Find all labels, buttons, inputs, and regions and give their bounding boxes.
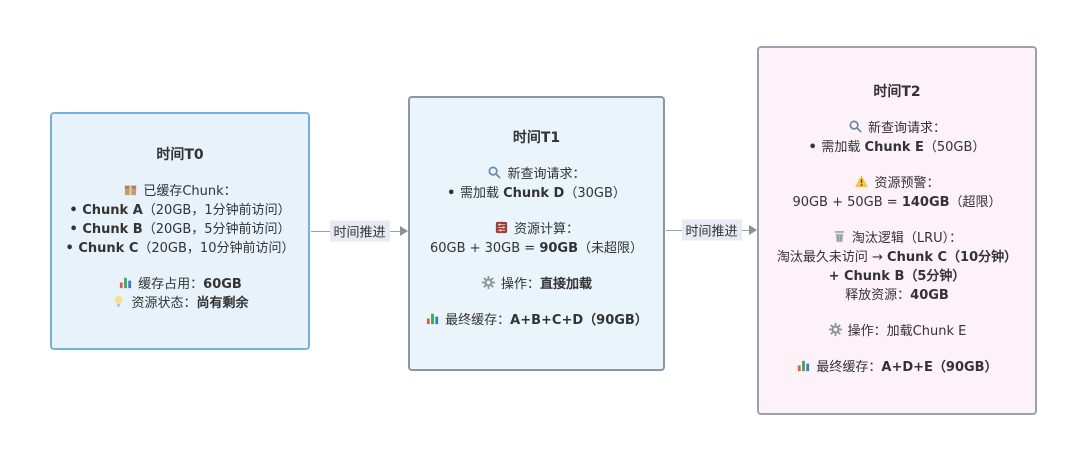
time-t1-card: 时间T1 新查询请求： • 需加载 Chunk D（30GB） 资源计算： 60… (408, 96, 665, 371)
resource-status-line: 资源状态：尚有剩余 (52, 294, 308, 313)
arrow-label: 时间推进 (329, 220, 390, 242)
resource-calc-section: 资源计算： 60GB + 30GB = 90GB（未超限） (410, 220, 663, 258)
operation-section: 操作：直接加载 (410, 275, 663, 294)
new-query-heading-text: 新查询请求： (507, 167, 586, 182)
chunk-c-item: • Chunk C（20GB，10分钟前访问） (65, 241, 295, 256)
resource-warning-heading-text: 资源预警： (874, 176, 940, 191)
operation-line: 操作：加载Chunk E (759, 322, 1035, 341)
operation-text: 操作：加载Chunk E (847, 324, 967, 339)
new-query-section: 新查询请求： • 需加载 Chunk E（50GB） (759, 119, 1035, 157)
arrow-head-icon (400, 226, 408, 236)
resource-calc-heading: 资源计算： (410, 220, 663, 239)
chunk-a-item: • Chunk A（20GB，1分钟前访问） (69, 203, 291, 218)
released-resource-line: 释放资源：40GB (845, 288, 949, 303)
cache-usage-line: 缓存占用：60GB (52, 275, 308, 294)
load-chunk-d-item: • 需加载 Chunk D（30GB） (447, 186, 626, 201)
bar-chart-icon (425, 311, 440, 326)
final-cache-line: 最终缓存：A+D+E（90GB） (759, 358, 1035, 377)
gear-icon (481, 275, 496, 290)
final-cache-text: 最终缓存：A+B+C+D（90GB） (445, 313, 648, 328)
cached-chunks-section: 已缓存Chunk： • Chunk A（20GB，1分钟前访问） • Chunk… (52, 182, 308, 258)
chunk-b-item: • Chunk B（20GB，5分钟前访问） (69, 222, 291, 237)
resource-warning-heading: 资源预警： (759, 174, 1035, 193)
cached-chunks-heading-text: 已缓存Chunk： (143, 184, 237, 199)
card-title-t1: 时间T1 (512, 130, 561, 146)
eviction-logic-heading: 淘汰逻辑（LRU）： (759, 229, 1035, 248)
time-advance-arrow-1: 时间推进 (311, 220, 408, 242)
card-title-t2: 时间T2 (873, 84, 921, 100)
operation-section: 操作：加载Chunk E (759, 322, 1035, 341)
new-query-heading: 新查询请求： (410, 165, 663, 184)
final-cache-line: 最终缓存：A+B+C+D（90GB） (410, 311, 663, 330)
calc-result-line: 60GB + 30GB = 90GB（未超限） (429, 241, 644, 256)
new-query-heading: 新查询请求： (759, 119, 1035, 138)
bar-chart-icon (796, 358, 811, 373)
cache-usage-text: 缓存占用：60GB (138, 277, 242, 292)
search-icon (848, 119, 863, 134)
final-cache-section: 最终缓存：A+D+E（90GB） (759, 358, 1035, 377)
time-advance-arrow-2: 时间推进 (666, 219, 757, 241)
resource-calc-heading-text: 资源计算： (513, 222, 579, 237)
arrow-head-icon (749, 225, 757, 235)
bulb-icon (111, 294, 126, 309)
eviction-logic-heading-text: 淘汰逻辑（LRU）： (851, 231, 963, 246)
warning-icon (854, 174, 869, 189)
resource-status-text: 资源状态：尚有剩余 (131, 296, 249, 311)
eviction-section: 淘汰逻辑（LRU）： 淘汰最久未访问 → Chunk C（10分钟） + Chu… (759, 229, 1035, 305)
eviction-detail-line: 淘汰最久未访问 → Chunk C（10分钟） + Chunk B（5分钟） (776, 250, 1018, 284)
over-limit-calc-line: 90GB + 50GB = 140GB（超限） (792, 195, 1002, 210)
trash-icon (832, 229, 847, 244)
resource-warning-section: 资源预警： 90GB + 50GB = 140GB（超限） (759, 174, 1035, 212)
time-t0-card: 时间T0 已缓存Chunk： • Chunk A（20GB，1分钟前访问） • … (50, 112, 310, 350)
abacus-icon (494, 220, 509, 235)
gear-icon (828, 322, 843, 337)
new-query-section: 新查询请求： • 需加载 Chunk D（30GB） (410, 165, 663, 203)
operation-text: 操作：直接加载 (500, 277, 593, 292)
time-t2-card: 时间T2 新查询请求： • 需加载 Chunk E（50GB） 资源预警： 90… (757, 46, 1037, 415)
operation-line: 操作：直接加载 (410, 275, 663, 294)
status-section: 缓存占用：60GB 资源状态：尚有剩余 (52, 275, 308, 313)
cached-chunks-heading: 已缓存Chunk： (52, 182, 308, 201)
bar-chart-icon (118, 275, 133, 290)
search-icon (487, 165, 502, 180)
card-title-t0: 时间T0 (156, 147, 204, 163)
package-icon (123, 182, 138, 197)
final-cache-text: 最终缓存：A+D+E（90GB） (816, 360, 998, 375)
new-query-heading-text: 新查询请求： (867, 121, 946, 136)
final-cache-section: 最终缓存：A+B+C+D（90GB） (410, 311, 663, 330)
arrow-label: 时间推进 (681, 219, 742, 241)
load-chunk-e-item: • 需加载 Chunk E（50GB） (808, 140, 986, 155)
